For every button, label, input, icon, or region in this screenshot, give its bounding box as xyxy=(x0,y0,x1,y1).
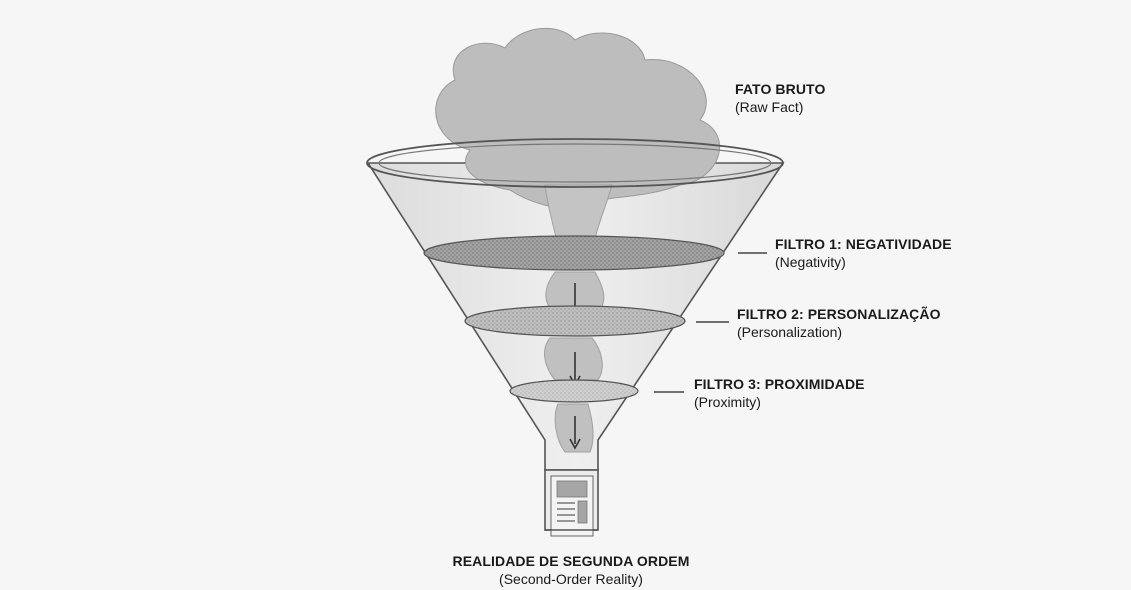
filter-1-title: FILTRO 1: NEGATIVIDADE xyxy=(775,236,952,254)
raw-fact-label: FATO BRUTO (Raw Fact) xyxy=(735,81,825,116)
filter-3-title: FILTRO 3: PROXIMIDADE xyxy=(694,376,865,394)
filter-3-disc xyxy=(510,380,638,402)
filter-2-label: FILTRO 2: PERSONALIZAÇÃO (Personalizatio… xyxy=(737,306,941,341)
newspaper-icon xyxy=(551,476,593,536)
raw-fact-subtitle: (Raw Fact) xyxy=(735,99,825,117)
filter-3-label: FILTRO 3: PROXIMIDADE (Proximity) xyxy=(694,376,865,411)
filter-3-subtitle: (Proximity) xyxy=(694,394,865,412)
second-order-reality-title: REALIDADE DE SEGUNDA ORDEM xyxy=(421,553,721,571)
filter-2-title: FILTRO 2: PERSONALIZAÇÃO xyxy=(737,306,941,324)
second-order-reality-subtitle: (Second-Order Reality) xyxy=(421,571,721,589)
raw-fact-title: FATO BRUTO xyxy=(735,81,825,99)
filter-1-disc xyxy=(424,236,724,270)
second-order-reality-label: REALIDADE DE SEGUNDA ORDEM (Second-Order… xyxy=(421,553,721,588)
stream-2 xyxy=(545,338,603,380)
filter-1-subtitle: (Negativity) xyxy=(775,254,952,272)
filter-1-label: FILTRO 1: NEGATIVIDADE (Negativity) xyxy=(775,236,952,271)
filter-2-disc xyxy=(465,306,685,336)
filter-2-subtitle: (Personalization) xyxy=(737,324,941,342)
